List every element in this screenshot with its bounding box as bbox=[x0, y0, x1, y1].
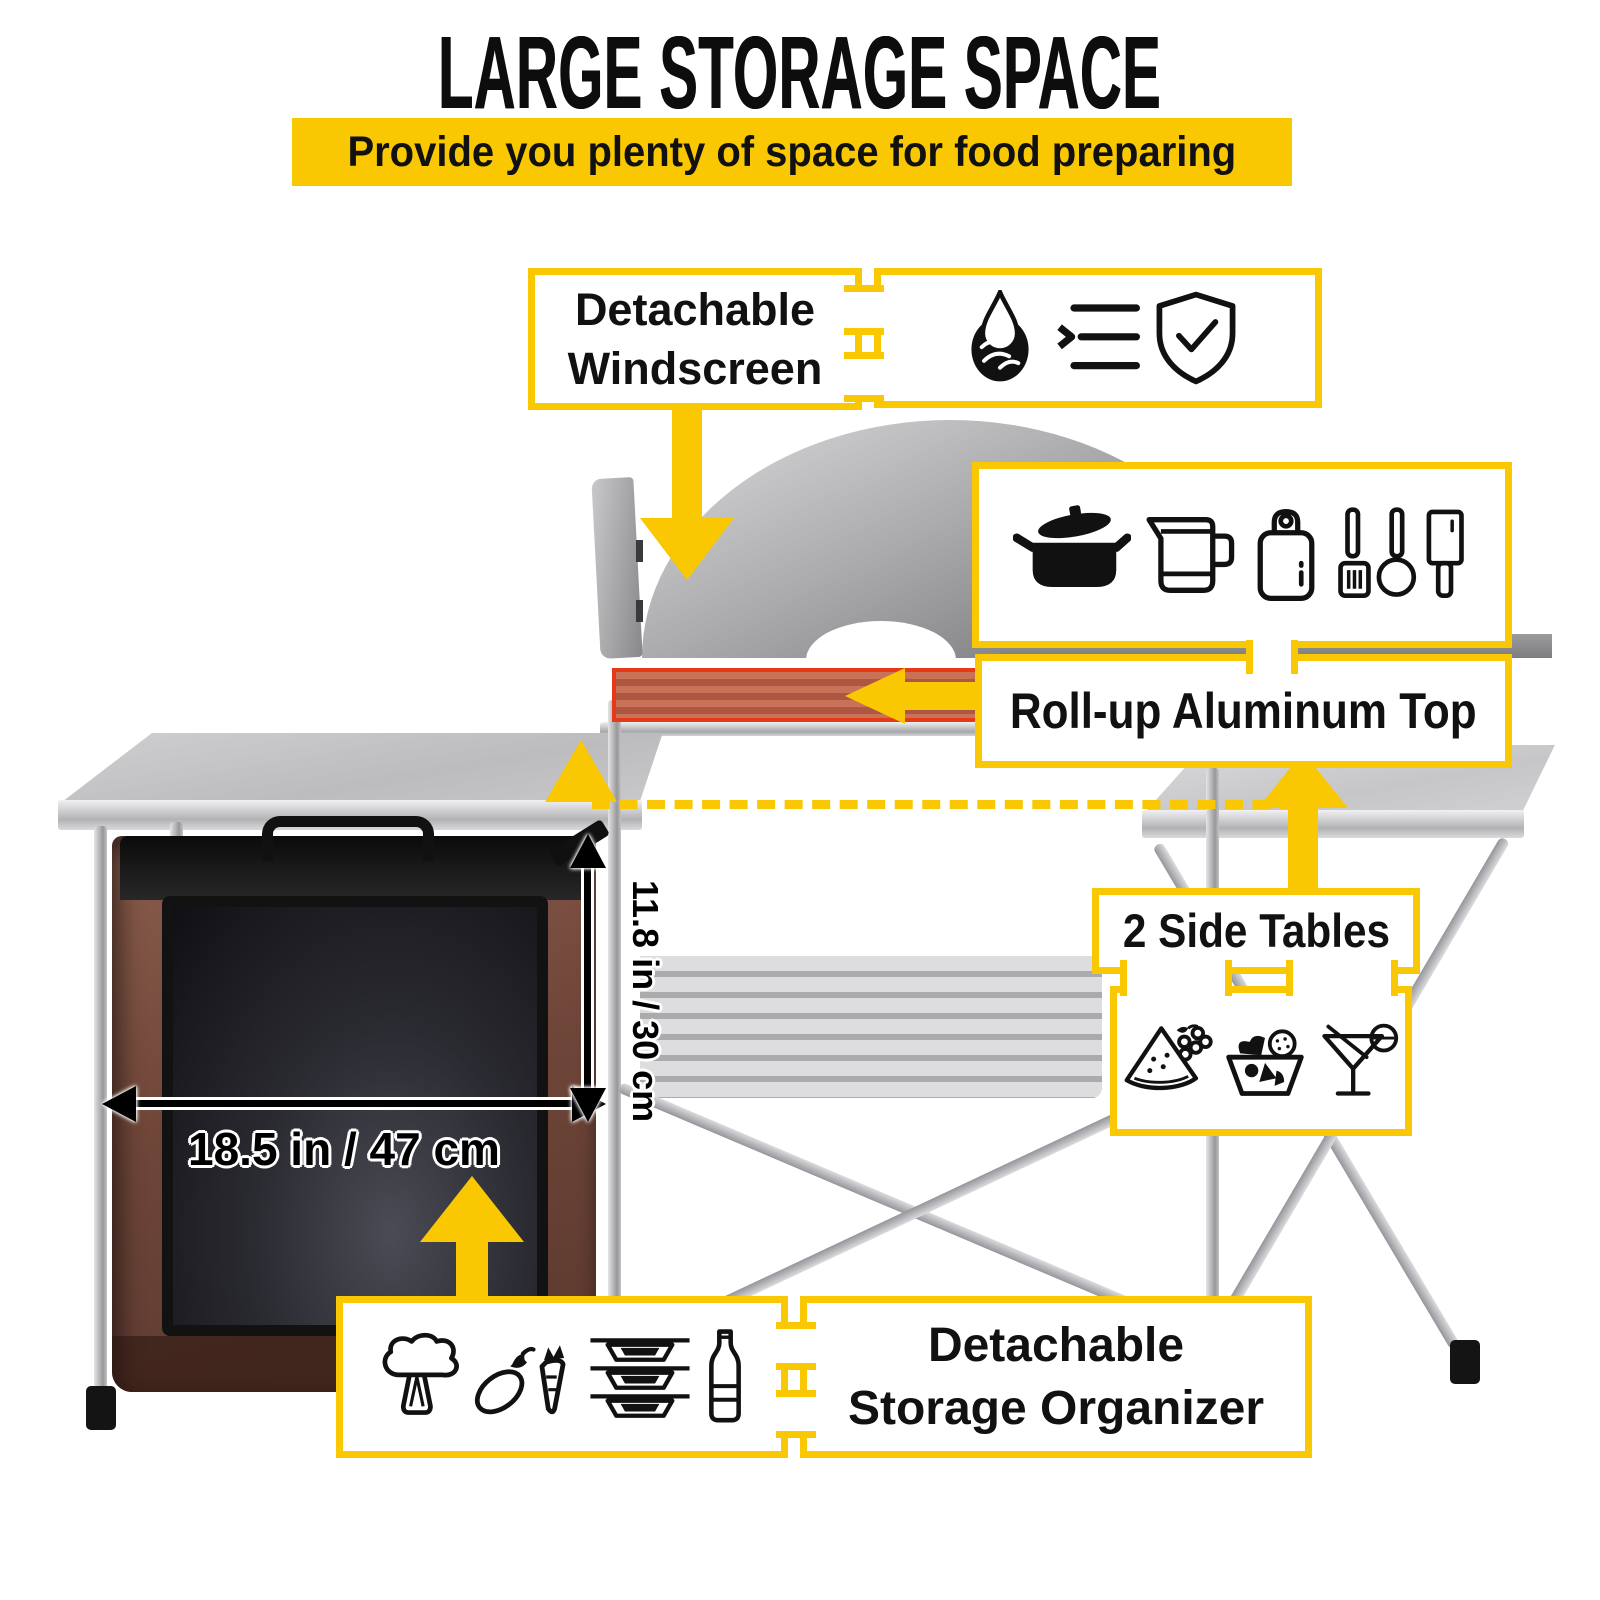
center-pole bbox=[608, 700, 621, 1400]
middle-shelf bbox=[640, 956, 1102, 1098]
side-table-food-icons bbox=[1110, 986, 1412, 1136]
windscreen-arrow-shaft bbox=[672, 404, 702, 522]
height-dimension-arrow-bottom bbox=[570, 1088, 606, 1122]
left-table-marker-icon bbox=[545, 740, 617, 802]
water-drop-fire-icon bbox=[971, 290, 1029, 382]
checklist-icon bbox=[1057, 304, 1140, 370]
height-dimension-line bbox=[584, 850, 591, 1104]
broccoli-icon bbox=[382, 1332, 459, 1415]
kettle-icon bbox=[1146, 517, 1235, 593]
windscreen-feature-icons bbox=[874, 268, 1322, 408]
callout-connector bbox=[844, 352, 884, 402]
callout-connector bbox=[1246, 640, 1298, 674]
windscreen-hinge bbox=[636, 600, 643, 622]
bottle-icon bbox=[709, 1329, 741, 1423]
organizer-label-line2: Storage Organizer bbox=[847, 1382, 1265, 1435]
organizer-mesh-window bbox=[162, 896, 548, 1336]
page-title: LARGE STORAGE SPACE bbox=[438, 15, 1162, 130]
rolltop-callout: Roll-up Aluminum Top bbox=[975, 654, 1512, 768]
table-foot bbox=[1450, 1340, 1480, 1384]
salad-bowl-icon bbox=[1226, 1029, 1304, 1096]
width-dimension-line bbox=[118, 1100, 588, 1107]
side-tables-label: 2 Side Tables bbox=[1122, 903, 1390, 957]
left-table-leg bbox=[94, 826, 107, 1392]
callout-connector bbox=[776, 1390, 816, 1438]
organizer-callout: Detachable Storage Organizer bbox=[800, 1296, 1312, 1458]
side-table-arrow-shaft bbox=[1288, 806, 1318, 892]
callout-connector bbox=[1286, 960, 1398, 996]
organizer-label-line1: Detachable bbox=[927, 1318, 1185, 1372]
eggplant-carrot-icon bbox=[474, 1345, 566, 1415]
shield-check-icon bbox=[1156, 291, 1236, 385]
rollup-top-frame bbox=[600, 722, 990, 736]
windscreen-callout: Detachable Windscreen bbox=[528, 268, 862, 410]
callout-connector bbox=[1120, 960, 1232, 996]
height-dimension-label: 11.8 in / 30 cm bbox=[625, 880, 666, 1123]
pot-icon bbox=[1013, 505, 1131, 587]
organizer-item-icons bbox=[336, 1296, 788, 1458]
windscreen-arrow-icon bbox=[640, 518, 734, 580]
table-level-dashed-line bbox=[592, 800, 1298, 809]
organizer-arrow-icon bbox=[420, 1176, 524, 1242]
width-dimension-label: 18.5 in / 47 cm bbox=[188, 1123, 500, 1175]
subtitle-banner: Provide you plenty of space for food pre… bbox=[292, 118, 1292, 186]
subtitle-text: Provide you plenty of space for food pre… bbox=[347, 127, 1237, 176]
right-table-rail bbox=[1142, 810, 1524, 838]
rolltop-label: Roll-up Aluminum Top bbox=[1010, 683, 1477, 739]
callout-connector bbox=[776, 1322, 816, 1370]
organizer-arrow-shaft bbox=[456, 1238, 488, 1300]
utensils-icon bbox=[1338, 507, 1464, 599]
stacked-trays-icon bbox=[590, 1338, 690, 1418]
height-dimension-arrow-top bbox=[570, 834, 606, 868]
organizer-handle bbox=[262, 816, 434, 861]
organizer-top-band bbox=[120, 836, 588, 900]
rolltop-arrow-icon bbox=[845, 668, 905, 724]
cocktail-icon bbox=[1322, 1023, 1399, 1096]
side-tables-callout: 2 Side Tables bbox=[1092, 888, 1420, 974]
windscreen-hinge bbox=[636, 540, 643, 562]
watermelon-grapes-icon bbox=[1124, 1024, 1213, 1091]
windscreen-label-line1: Detachable bbox=[574, 283, 816, 335]
table-foot bbox=[86, 1386, 116, 1430]
callout-connector bbox=[844, 285, 884, 335]
windscreen-left-flap bbox=[591, 477, 643, 659]
cookware-icons bbox=[972, 462, 1512, 648]
cutting-board-icon bbox=[1257, 509, 1315, 601]
rolltop-arrow-shaft bbox=[905, 682, 980, 710]
windscreen-label-line2: Windscreen bbox=[567, 343, 823, 394]
width-dimension-arrow-left bbox=[102, 1086, 136, 1122]
